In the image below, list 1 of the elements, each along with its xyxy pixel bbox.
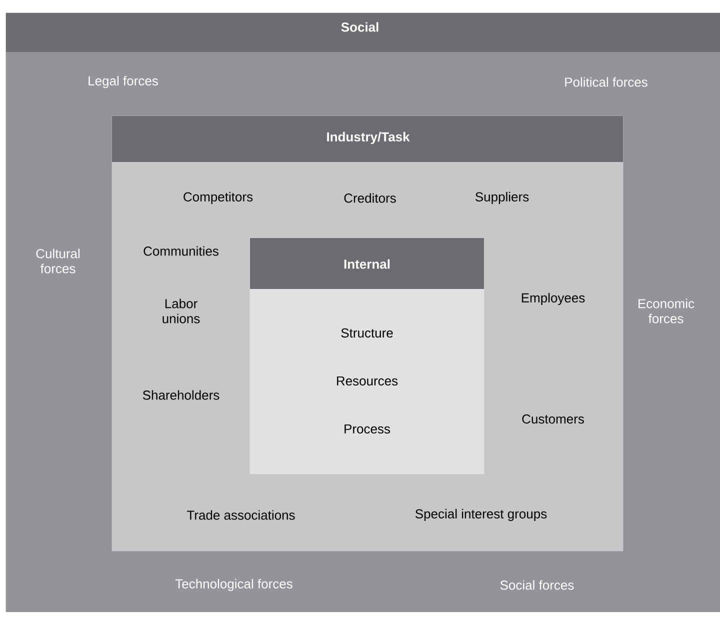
nested-box: Internal Structure Resources Process: [250, 238, 484, 474]
